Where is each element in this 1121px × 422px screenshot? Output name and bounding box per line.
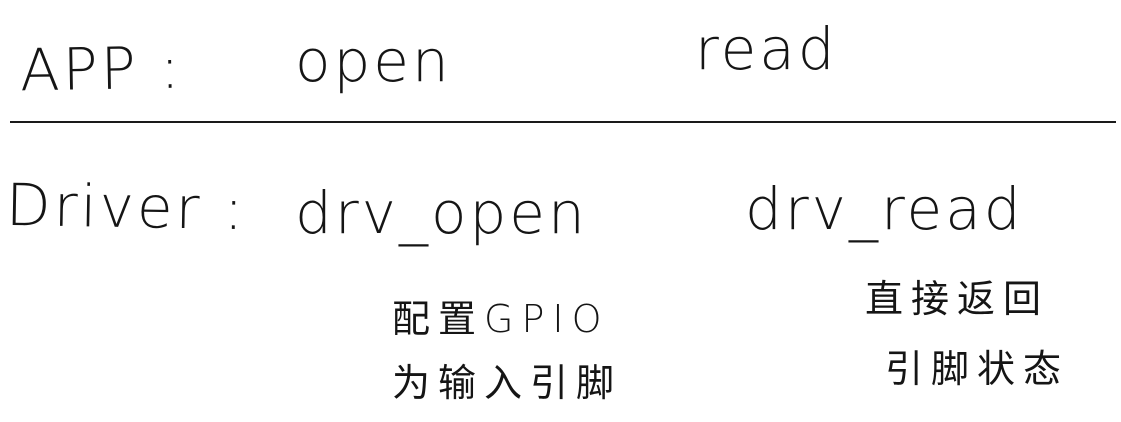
driver-read-call: drv_read bbox=[745, 175, 1024, 243]
drv-read-note-line1: 直接返回 bbox=[865, 277, 1050, 321]
app-read-call: read bbox=[695, 15, 838, 83]
driver-open-call: drv_open bbox=[295, 179, 588, 247]
layer-divider bbox=[10, 121, 1116, 123]
driver-layer-label: Driver : bbox=[5, 170, 248, 244]
app-layer-label: APP : bbox=[19, 33, 184, 105]
drv-read-note-line2: 引脚状态 bbox=[885, 347, 1070, 391]
drv-open-note-line2: 为输入引脚 bbox=[392, 361, 623, 405]
app-open-call: open bbox=[295, 27, 452, 95]
drv-open-note-line1: 配置GPIO bbox=[392, 297, 610, 341]
